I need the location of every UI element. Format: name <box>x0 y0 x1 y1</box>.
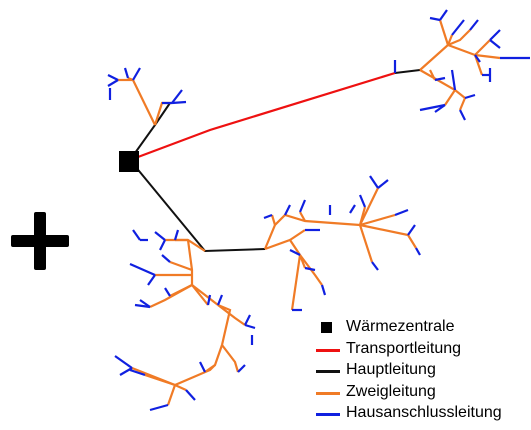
legend-label: Zweigleitung <box>346 382 436 400</box>
legend-item-transportleitung: Transportleitung <box>316 339 530 361</box>
legend: Wärmezentrale Transportleitung Hauptleit… <box>316 317 530 425</box>
legend-swatch-waermezentrale <box>321 322 332 333</box>
legend-swatch-hausanschlussleitung <box>316 413 340 416</box>
legend-label: Wärmezentrale <box>346 318 455 335</box>
house-connection-lines <box>107 9 530 412</box>
legend-swatch-zweigleitung <box>316 391 340 395</box>
legend-item-zweigleitung: Zweigleitung <box>316 382 530 404</box>
legend-label: Transportleitung <box>346 339 462 357</box>
transport-line <box>129 71 396 162</box>
legend-item-waermezentrale: Wärmezentrale <box>316 317 530 339</box>
plus-icon <box>11 212 69 270</box>
legend-item-hauptleitung: Hauptleitung <box>316 360 530 382</box>
legend-label: Hausanschlussleitung <box>346 404 502 421</box>
legend-label: Hauptleitung <box>346 361 436 378</box>
legend-item-hausanschlussleitung: Hausanschlussleitung <box>316 403 530 425</box>
legend-swatch-hauptleitung <box>316 370 340 373</box>
waermezentrale-marker <box>119 151 139 172</box>
legend-swatch-transportleitung <box>316 348 340 352</box>
